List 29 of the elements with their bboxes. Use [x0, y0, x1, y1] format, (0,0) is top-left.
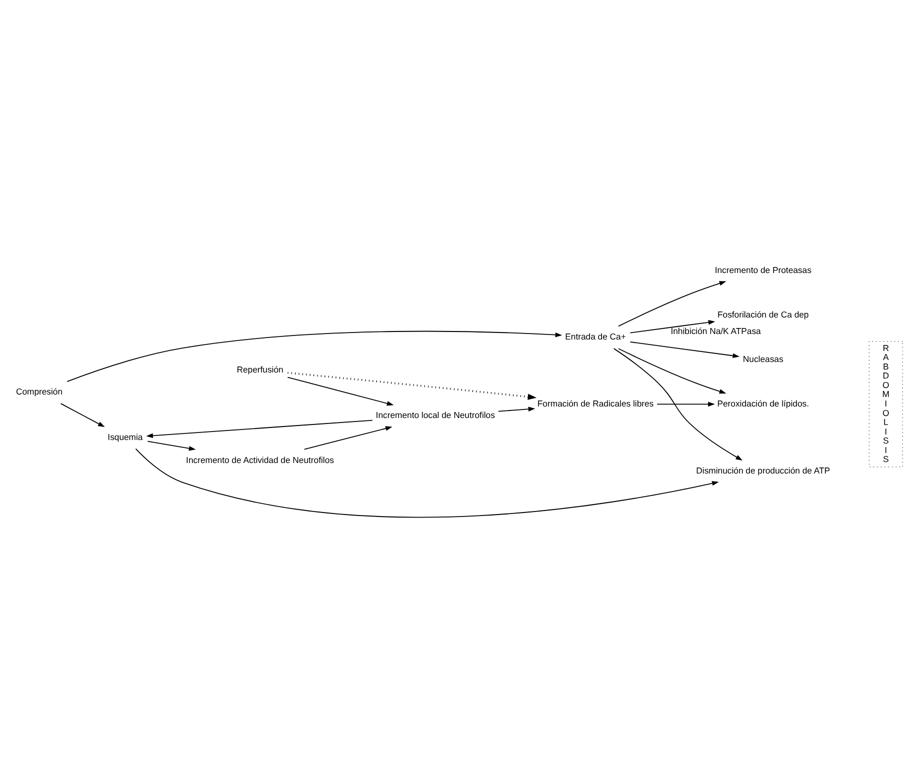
node-text: Incremento de Actividad de Neutrofilos	[186, 454, 334, 464]
arrow	[618, 280, 726, 326]
arrow	[630, 341, 740, 358]
node-text: Incremento de Proteasas	[714, 264, 812, 274]
arrow	[656, 401, 715, 406]
node-text: Entrada de Ca+	[565, 331, 626, 342]
edge-label: Inhibición Na/K ATPasa	[670, 326, 761, 336]
node-text: Peroxidación de lípidos.	[717, 398, 809, 408]
node-text: Compresión	[16, 386, 63, 396]
node-text: Disminución de producción de ATP	[696, 464, 830, 475]
arrow	[613, 348, 743, 460]
arrow	[630, 320, 716, 333]
arrow	[147, 440, 196, 450]
arrow	[287, 376, 394, 406]
arrow	[135, 448, 719, 518]
node-box: RABDOMIOLISIS	[868, 340, 903, 467]
arrow	[60, 402, 105, 427]
node-text: Isquemia	[108, 431, 143, 442]
arrow	[618, 348, 726, 394]
arrow	[288, 371, 537, 400]
node-text: Nucleasas	[742, 353, 784, 364]
node-text: Fosforilación de Ca dep	[717, 308, 809, 319]
node-text: Reperfusión	[236, 364, 284, 374]
arrow	[304, 426, 392, 450]
arrow	[146, 419, 373, 438]
node-text: Incremento local de Neutrofilos	[376, 410, 495, 420]
arrow	[498, 406, 536, 412]
node-text: Formación de Radicales libres	[537, 398, 654, 408]
arrow	[66, 330, 562, 382]
